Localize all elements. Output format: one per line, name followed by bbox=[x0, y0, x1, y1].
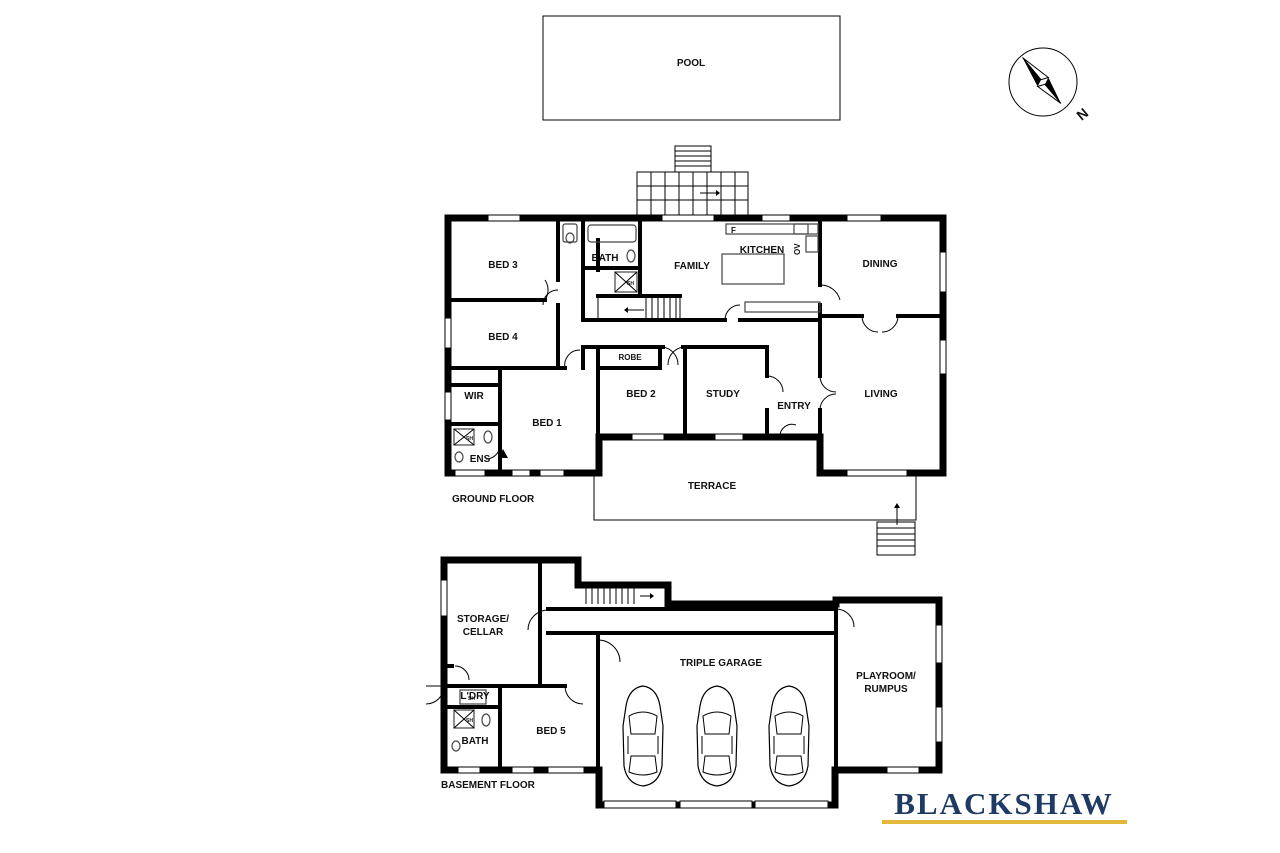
shower-label: SH bbox=[468, 696, 475, 702]
internal-stairs bbox=[597, 295, 681, 321]
car-icon-1 bbox=[622, 685, 664, 787]
shower-label: SH bbox=[466, 718, 473, 724]
storage-label-line2: CELLAR bbox=[463, 627, 504, 638]
kitchen-island bbox=[721, 253, 785, 285]
bed2-label: BED 2 bbox=[626, 389, 656, 400]
study-label: STUDY bbox=[706, 389, 740, 400]
laundry-tub-icon bbox=[459, 689, 487, 705]
ensuite-shower-icon bbox=[453, 428, 475, 446]
ensuite-basin-icon bbox=[454, 451, 464, 463]
laundry-label: L'DRY bbox=[460, 691, 490, 702]
car-icon-2 bbox=[696, 685, 738, 787]
storage-label-line1: STORAGE/ bbox=[457, 614, 509, 625]
wir-label: WIR bbox=[464, 391, 484, 402]
basin-icon bbox=[626, 249, 636, 263]
basement-basin-icon bbox=[451, 740, 461, 752]
living-label: LIVING bbox=[864, 389, 898, 400]
brand-underline bbox=[882, 820, 1127, 824]
basement-bath-label: BATH bbox=[461, 736, 488, 747]
bath-label: BATH bbox=[591, 253, 618, 264]
entry-arrow-icon bbox=[498, 449, 508, 458]
kitchen-rear-bench bbox=[744, 301, 821, 313]
bathtub-icon bbox=[587, 224, 637, 243]
pool: POOL bbox=[542, 15, 841, 121]
shower-label: SH bbox=[627, 281, 634, 287]
ens-label: ENS bbox=[470, 454, 491, 465]
family-label: FAMILY bbox=[674, 261, 710, 272]
playroom-label-line2: RUMPUS bbox=[864, 684, 908, 695]
fridge-label: F bbox=[731, 226, 736, 235]
deck-stairs bbox=[636, 145, 749, 217]
bed4-label: BED 4 bbox=[488, 332, 518, 343]
bed3-label: BED 3 bbox=[488, 260, 518, 271]
basement-stairs bbox=[585, 587, 654, 604]
brand-logo: BLACKSHAW bbox=[882, 786, 1127, 824]
compass: N bbox=[1008, 47, 1091, 124]
ground-floor-label: GROUND FLOOR bbox=[452, 494, 535, 505]
terrace-label: TERRACE bbox=[688, 481, 737, 492]
kitchen-label: KITCHEN bbox=[740, 245, 784, 256]
north-arrow-icon bbox=[1022, 57, 1062, 104]
entry-label: ENTRY bbox=[777, 401, 811, 412]
car-icon-3 bbox=[768, 685, 810, 787]
basement-floor-label: BASEMENT FLOOR bbox=[441, 780, 536, 791]
triple-garage-label: TRIPLE GARAGE bbox=[680, 658, 763, 669]
dining-label: DINING bbox=[863, 259, 898, 270]
playroom-label-line1: PLAYROOM/ bbox=[856, 671, 916, 682]
shower-icon bbox=[614, 271, 638, 293]
terrace: TERRACE bbox=[593, 473, 917, 556]
compass-ring bbox=[1008, 47, 1078, 117]
pool-label: POOL bbox=[677, 58, 705, 69]
ensuite-toilet-icon bbox=[483, 430, 493, 444]
sink-icon bbox=[793, 223, 809, 235]
bed5-label: BED 5 bbox=[536, 726, 566, 737]
robe-label: ROBE bbox=[618, 353, 642, 362]
shower-label: SH bbox=[466, 436, 473, 442]
cooktop-icon bbox=[805, 235, 819, 253]
oven-label: OV bbox=[793, 243, 802, 255]
kitchen-bench bbox=[725, 223, 819, 235]
ground-floor: SH F OV SH BED 3 BATH FAMILY KITCHEN DIN… bbox=[444, 214, 947, 477]
bed1-label: BED 1 bbox=[532, 418, 562, 429]
basement-floor: SH SH STORAGE/ CELLAR bbox=[425, 556, 943, 809]
brand-name: BLACKSHAW bbox=[894, 786, 1114, 821]
north-label: N bbox=[1073, 105, 1091, 124]
basement-shower-icon bbox=[453, 709, 475, 729]
basement-toilet-icon bbox=[481, 713, 491, 727]
toilet-icon bbox=[562, 223, 578, 243]
